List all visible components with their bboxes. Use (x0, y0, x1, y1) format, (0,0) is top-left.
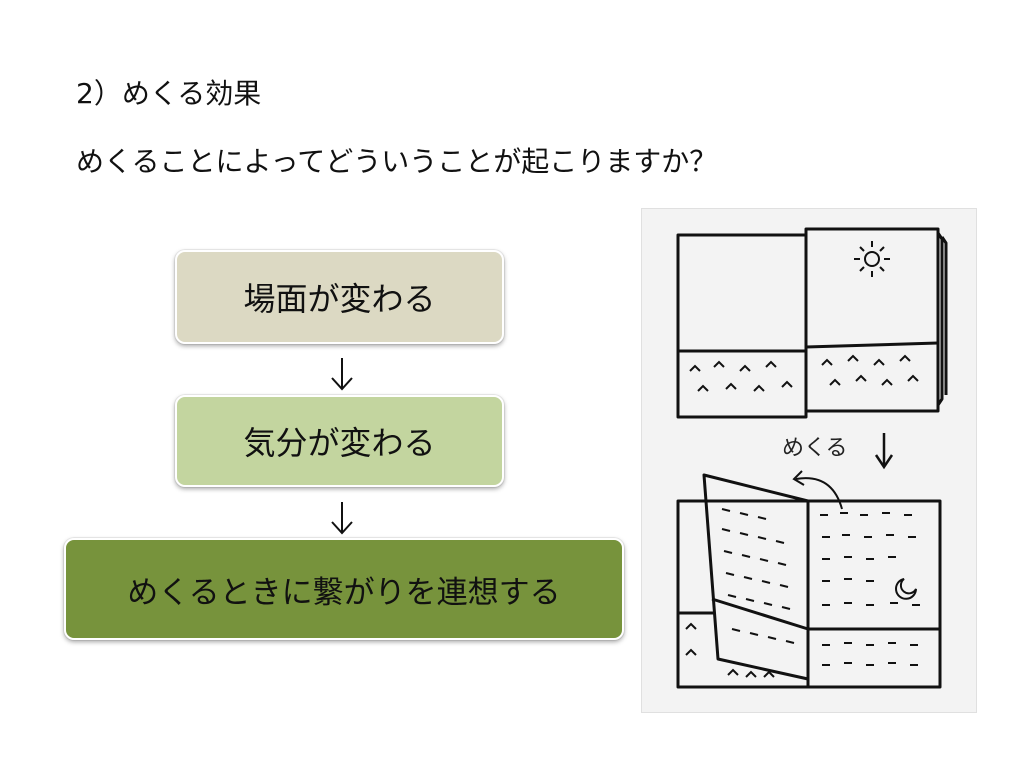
illustration-label: めくる (782, 436, 848, 461)
flow-step-associate-connection: めくるときに繋がりを連想する (64, 538, 624, 640)
down-arrow-icon (874, 433, 894, 470)
flow-step-mood-changes: 気分が変わる (175, 395, 504, 487)
open-book-top (676, 227, 948, 419)
wave-marks (689, 354, 919, 392)
slide-heading: 2）めくる効果 (76, 77, 262, 110)
slide-question: めくることによってどういうことが起こりますか？ (76, 145, 718, 178)
open-book-bottom (676, 473, 942, 689)
text-dash-marks (721, 508, 920, 666)
flow-step-scene-changes: 場面が変わる (175, 250, 504, 344)
down-arrow-icon (331, 502, 353, 535)
curved-arrow-icon (792, 470, 843, 510)
down-arrow-icon (331, 358, 353, 391)
moon-icon (895, 578, 917, 600)
book-page-turning-illustration: めくる (641, 208, 977, 713)
sun-icon (854, 241, 890, 277)
wave-marks (685, 622, 775, 678)
